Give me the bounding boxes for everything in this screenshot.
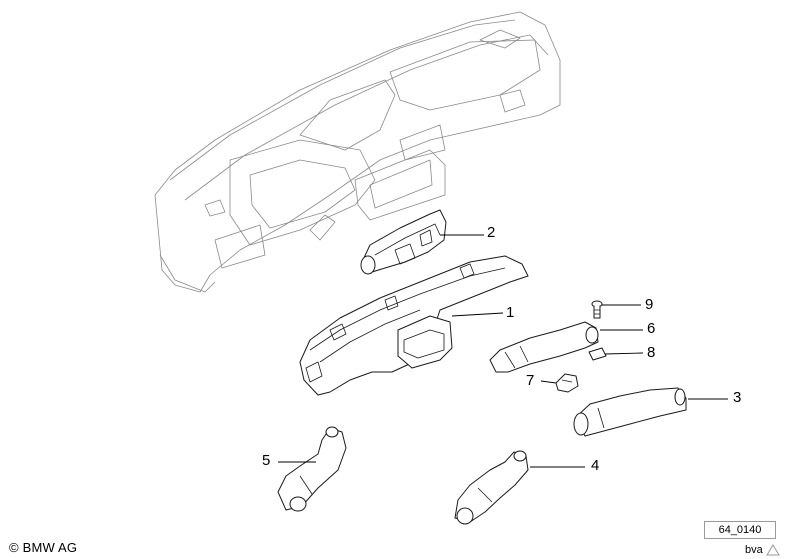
callout-6: 6	[647, 320, 656, 337]
drawing-number-box: 64_0140	[704, 521, 776, 539]
drawing-number: 64_0140	[718, 524, 762, 536]
callout-2: 2	[487, 224, 496, 241]
air-hose-left[interactable]	[277, 426, 347, 512]
air-duct-upper[interactable]	[360, 209, 447, 275]
main-air-duct[interactable]	[299, 255, 529, 396]
clamp[interactable]	[555, 373, 579, 393]
warning-triangle-icon	[766, 544, 780, 556]
callout-9: 9	[645, 296, 654, 313]
leader-lines	[278, 234, 728, 468]
callout-8: 8	[647, 344, 656, 361]
callout-1: 1	[506, 304, 515, 321]
air-hose-short[interactable]	[489, 321, 599, 373]
callout-3: 3	[733, 389, 742, 406]
retaining-clip[interactable]	[588, 347, 607, 361]
air-hose-right[interactable]	[573, 387, 687, 437]
author-code: bva	[745, 544, 763, 556]
callout-4: 4	[591, 457, 600, 474]
dashboard-outline	[154, 11, 561, 293]
air-hose-center[interactable]	[454, 450, 529, 525]
leader-line-7	[540, 380, 557, 384]
leader-line-8	[604, 352, 644, 355]
copyright-notice: © BMW AG	[9, 540, 78, 555]
screw[interactable]	[591, 300, 603, 319]
callout-5: 5	[262, 452, 271, 469]
leader-line-1	[451, 312, 504, 317]
callout-7: 7	[526, 372, 535, 389]
